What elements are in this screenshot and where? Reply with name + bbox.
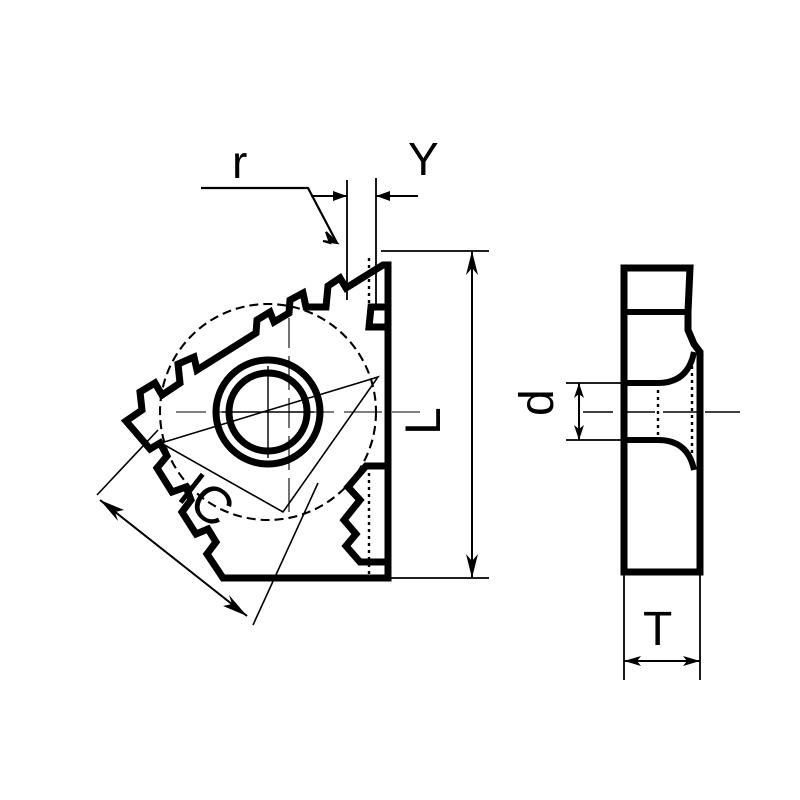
thickness-label: T [643, 603, 672, 656]
tooth-notch-lower-right [339, 462, 388, 566]
side-view-outline [620, 264, 704, 576]
IC-arrowhead-end [223, 595, 247, 616]
T-arrowhead-right [683, 656, 700, 666]
L-arrowhead-bottom [466, 554, 478, 578]
inscribed-circle [158, 302, 378, 522]
tooth-notch-upper-right [365, 303, 388, 331]
bore-countersink-upper [624, 351, 697, 386]
IC-arrowhead-start [100, 500, 124, 521]
L-arrowhead-top [466, 251, 478, 275]
nose-offset-dimension: Y [311, 133, 439, 310]
bore-diameter-label: d [511, 389, 564, 416]
front-view [120, 258, 420, 582]
corner-radius-dimension: r [201, 136, 340, 245]
nose-offset-label: Y [408, 133, 439, 185]
bore-diameter-dimension: d [511, 382, 654, 441]
r-leader-line [201, 186, 338, 244]
r-leader-arrowhead [322, 231, 340, 245]
bore-center-crosshair [222, 366, 314, 458]
side-view [583, 264, 740, 576]
IC-dimension-line [99, 499, 248, 617]
thickness-dimension: T [623, 572, 701, 680]
d-arrowhead-top [574, 383, 584, 398]
Y-arrowhead-right [376, 191, 390, 201]
inner-construction-triangle [158, 375, 380, 514]
T-arrowhead-left [624, 656, 641, 666]
cutting-edge-length-dimension: L [381, 250, 489, 579]
IC-extension-line-start [96, 429, 159, 496]
cutting-edge-length-label: L [395, 407, 451, 435]
bore-outer-circle [212, 356, 324, 468]
insert-outline [120, 261, 392, 582]
IC-extension-line-end [252, 482, 319, 626]
corner-radius-label: r [232, 136, 247, 188]
insert-right-edge-teeth [339, 303, 388, 566]
Y-arrowhead-left [333, 191, 347, 201]
d-arrowhead-bottom [574, 425, 584, 440]
